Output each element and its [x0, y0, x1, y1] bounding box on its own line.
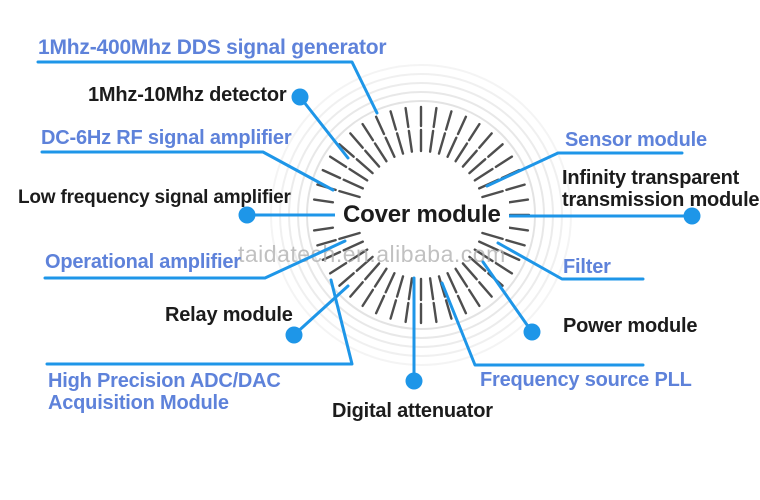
- label-sensor-module: Sensor module: [565, 129, 707, 151]
- connector-operational: [43, 239, 347, 280]
- label-infinity-line1: Infinity transparent: [562, 167, 740, 189]
- sunburst-ticks: [311, 105, 531, 325]
- dot-detector: [291, 88, 309, 106]
- dot-relay: [285, 326, 303, 344]
- label-power-module: Power module: [563, 315, 698, 337]
- label-filter: Filter: [563, 256, 611, 278]
- label-adc-dac-line2: Acquisition Module: [48, 392, 229, 414]
- label-adc-dac-acquisition-module: High Precision ADC/DAC Acquisition Modul…: [48, 370, 281, 414]
- label-digital-attenuator: Digital attenuator: [332, 400, 493, 422]
- label-rf-signal-amplifier: DC-6Hz RF signal amplifier: [41, 127, 292, 149]
- connector-relay: [292, 284, 350, 337]
- connector-dds: [36, 60, 379, 115]
- dot-infinity: [683, 207, 701, 225]
- connector-filter: [496, 241, 645, 281]
- label-frequency-source-pll: Frequency source PLL: [480, 369, 692, 391]
- connector-rf-amplifier: [40, 150, 335, 192]
- connector-power: [481, 260, 534, 334]
- label-dds-signal-generator: 1Mhz-400Mhz DDS signal generator: [38, 36, 387, 59]
- label-operational-amplifier: Operational amplifier: [45, 251, 241, 273]
- connector-dots: [238, 88, 701, 390]
- label-low-frequency-amplifier: Low frequency signal amplifier: [18, 187, 291, 208]
- dot-digital-attenuator: [405, 372, 423, 390]
- center-module-title: Cover module: [335, 199, 509, 231]
- connector-sensor: [485, 151, 684, 188]
- connector-frequency-pll: [440, 281, 645, 367]
- connector-lines: [36, 60, 694, 380]
- connector-detector: [298, 95, 350, 160]
- watermark-text: taidatech.en.alibaba.com: [238, 241, 506, 267]
- label-infinity-transmission-module: Infinity transparent transmission module: [562, 167, 760, 211]
- connector-adc-dac: [45, 278, 354, 366]
- label-detector: 1Mhz-10Mhz detector: [88, 84, 287, 106]
- label-adc-dac-line1: High Precision ADC/DAC: [48, 370, 281, 392]
- dot-power: [523, 323, 541, 341]
- dot-low-freq: [238, 206, 256, 224]
- label-relay-module: Relay module: [165, 304, 293, 326]
- label-infinity-line2: transmission module: [562, 189, 760, 211]
